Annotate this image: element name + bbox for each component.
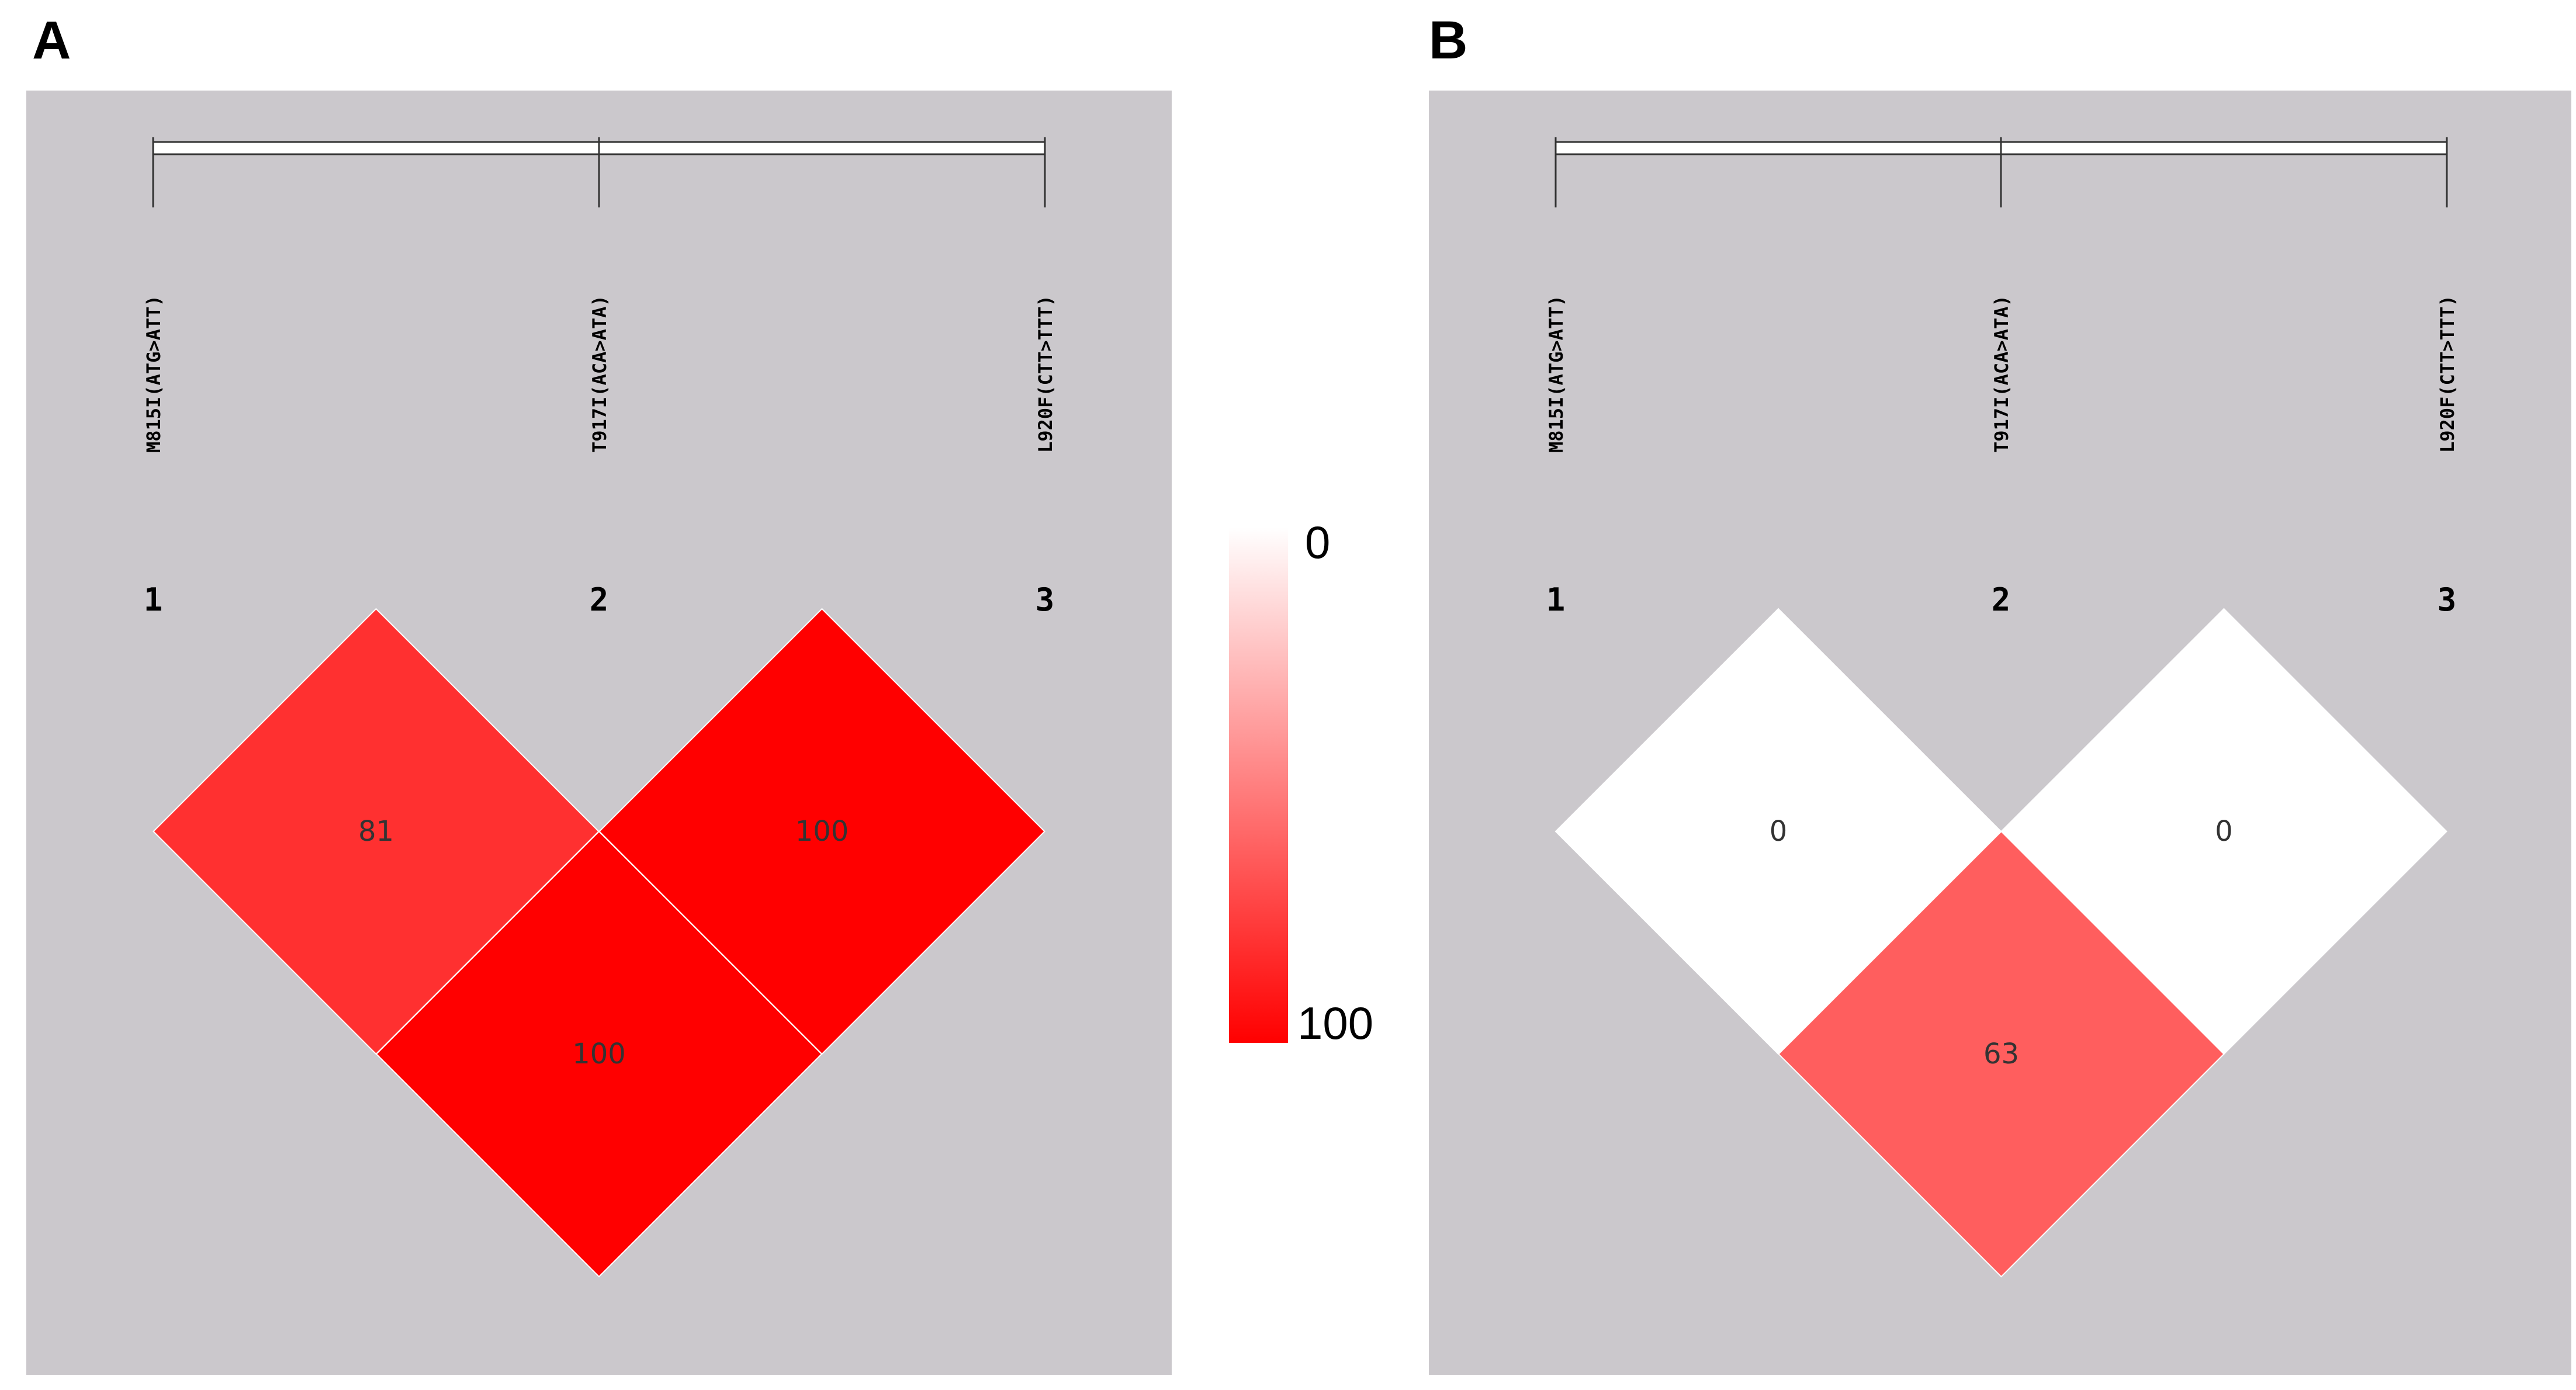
marker-index: 2 (590, 581, 609, 618)
marker-index: 2 (1992, 581, 2011, 618)
colorbar: 0 100 (1229, 517, 1373, 1049)
marker-name: L920F(CTT>TTT) (1034, 295, 1057, 453)
panel-letter: B (1429, 11, 1467, 70)
colorbar-max-label: 100 (1297, 997, 1373, 1049)
marker-name: T917I(ACA>ATA) (588, 295, 611, 453)
marker-name: M815I(ATG>ATT) (1545, 295, 1567, 453)
ld-cell-value: 100 (795, 815, 849, 848)
ld-cell-1-3 (375, 830, 823, 1278)
marker-name: T917I(ACA>ATA) (1990, 295, 2013, 453)
panel-b: B M815I(ATG>ATT) 1 T917I(ACA>ATA) 2 L920F(CTT… (1429, 11, 2571, 1375)
ld-cell-value: 0 (2215, 815, 2233, 848)
ld-cell-1-3 (1778, 830, 2225, 1278)
panel-a: A M815I(ATG>ATT) 1 T917I(ACA>ATA) 2 L920F(CTT… (26, 11, 1172, 1375)
marker-index: 1 (1546, 581, 1566, 618)
marker-index: 3 (1036, 581, 1055, 618)
ld-cell-value: 63 (1983, 1038, 2019, 1070)
colorbar-gradient (1229, 527, 1288, 1043)
marker-index: 1 (144, 581, 163, 618)
panel-letter: A (32, 11, 71, 70)
marker-name: M815I(ATG>ATT) (143, 295, 165, 453)
marker-name: L920F(CTT>TTT) (2436, 295, 2459, 453)
ld-cell-value: 81 (358, 815, 394, 848)
marker-index: 3 (2437, 581, 2457, 618)
ld-cell-value: 100 (572, 1038, 626, 1070)
ld-cell-value: 0 (1770, 815, 1788, 848)
colorbar-min-label: 0 (1305, 517, 1330, 568)
